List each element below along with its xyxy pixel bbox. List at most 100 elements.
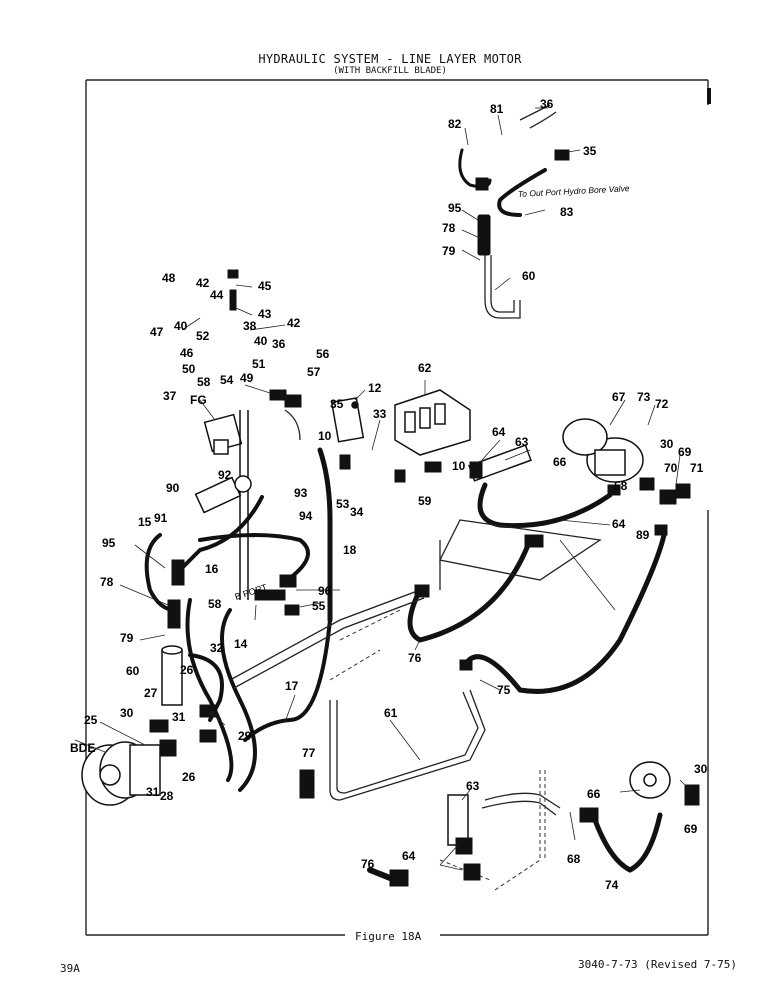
label-fg: FG (190, 393, 207, 407)
document-number: 3040-7-73 (Revised 7-75) (578, 958, 737, 971)
callout-51: 51 (252, 357, 266, 371)
callout-42: 42 (196, 276, 210, 290)
callout-63: 63 (466, 779, 480, 793)
valve-12 (330, 397, 365, 443)
hose-15 (144, 533, 177, 612)
callout-45: 45 (258, 279, 272, 293)
hose-32 (188, 653, 224, 722)
callout-94: 94 (299, 509, 313, 523)
callout-66: 66 (553, 455, 567, 469)
fitting-90 (194, 475, 252, 514)
callout-70: 70 (664, 461, 678, 475)
note-to-out-port: To Out Port Hydro Bore Valve (518, 183, 630, 199)
callout-58: 58 (197, 375, 211, 389)
callout-31: 31 (172, 710, 186, 724)
callout-69: 69 (684, 822, 698, 836)
callout-29: 29 (238, 729, 252, 743)
callout-83: 83 (560, 205, 574, 219)
callout-81: 81 (490, 102, 504, 116)
callout-40: 40 (174, 319, 188, 333)
callout-61: 61 (384, 706, 398, 720)
diagram-title: HYDRAULIC SYSTEM - LINE LAYER MOTOR (258, 52, 522, 66)
callout-18: 18 (343, 543, 357, 557)
callout-89: 89 (636, 528, 650, 542)
callout-90: 90 (166, 481, 180, 495)
callout-15: 15 (138, 515, 152, 529)
hose-18 (317, 447, 333, 623)
callout-64: 64 (402, 849, 416, 863)
callout-52: 52 (196, 329, 210, 343)
callout-55: 55 (312, 599, 326, 613)
callout-72: 72 (655, 397, 669, 411)
callout-56: 56 (316, 347, 330, 361)
callout-10: 10 (318, 429, 332, 443)
callout-14: 14 (234, 637, 248, 651)
callout-95: 95 (102, 536, 116, 550)
callout-73: 73 (637, 390, 651, 404)
motor-66b (629, 761, 671, 799)
callout-46: 46 (180, 346, 194, 360)
callout-34: 34 (350, 505, 364, 519)
callout-27: 27 (144, 686, 158, 700)
callout-74: 74 (605, 878, 619, 892)
callout-26: 26 (180, 663, 194, 677)
callout-26: 26 (182, 770, 196, 784)
callout-16: 16 (205, 562, 219, 576)
callout-60: 60 (126, 664, 140, 678)
callout-95: 95 (448, 201, 462, 215)
callout-36: 36 (272, 337, 286, 351)
callout-54: 54 (220, 373, 234, 387)
callout-63: 63 (515, 435, 529, 449)
callout-76: 76 (361, 857, 375, 871)
callout-66: 66 (587, 787, 601, 801)
callout-82: 82 (448, 117, 462, 131)
callout-17: 17 (285, 679, 299, 693)
callout-93: 93 (294, 486, 308, 500)
callout-12: 12 (368, 381, 382, 395)
callout-91: 91 (154, 511, 168, 525)
tubes (229, 104, 602, 816)
hose-75 (462, 527, 668, 694)
callout-76: 76 (408, 651, 422, 665)
hose-83 (497, 168, 547, 217)
callout-79: 79 (442, 244, 456, 258)
hose-94 (198, 533, 310, 580)
callout-58: 58 (208, 597, 222, 611)
callout-50: 50 (182, 362, 196, 376)
callout-58: 58 (614, 479, 628, 493)
callout-62: 62 (418, 361, 432, 375)
hidden-lines (329, 609, 546, 891)
hose-14 (220, 608, 257, 792)
label-bde: BDE (70, 741, 95, 755)
callout-30: 30 (694, 762, 708, 776)
callout-59: 59 (418, 494, 432, 508)
callout-64: 64 (492, 425, 506, 439)
callout-75: 75 (497, 683, 511, 697)
leader-lines (74, 107, 691, 871)
components (81, 389, 671, 846)
callout-53: 53 (336, 497, 350, 511)
hose-17 (185, 598, 234, 782)
callout-57: 57 (307, 365, 321, 379)
callout-42: 42 (287, 316, 301, 330)
callout-79: 79 (120, 631, 134, 645)
callout-38: 38 (243, 319, 257, 333)
motor-66 (562, 418, 644, 483)
valve-37 (203, 410, 249, 600)
callout-40: 40 (254, 334, 268, 348)
callout-68: 68 (567, 852, 581, 866)
callout-49: 49 (240, 371, 254, 385)
valve-62 (394, 389, 471, 456)
callout-47: 47 (150, 325, 164, 339)
callout-28: 28 (160, 789, 174, 803)
page-frame (85, 79, 709, 936)
callout-92: 92 (218, 468, 232, 482)
hose-17b (243, 618, 332, 742)
callout-67: 67 (612, 390, 626, 404)
callout-31: 31 (146, 785, 160, 799)
callout-78: 78 (100, 575, 114, 589)
callout-10: 10 (452, 459, 466, 473)
callout-35: 35 (330, 397, 344, 411)
